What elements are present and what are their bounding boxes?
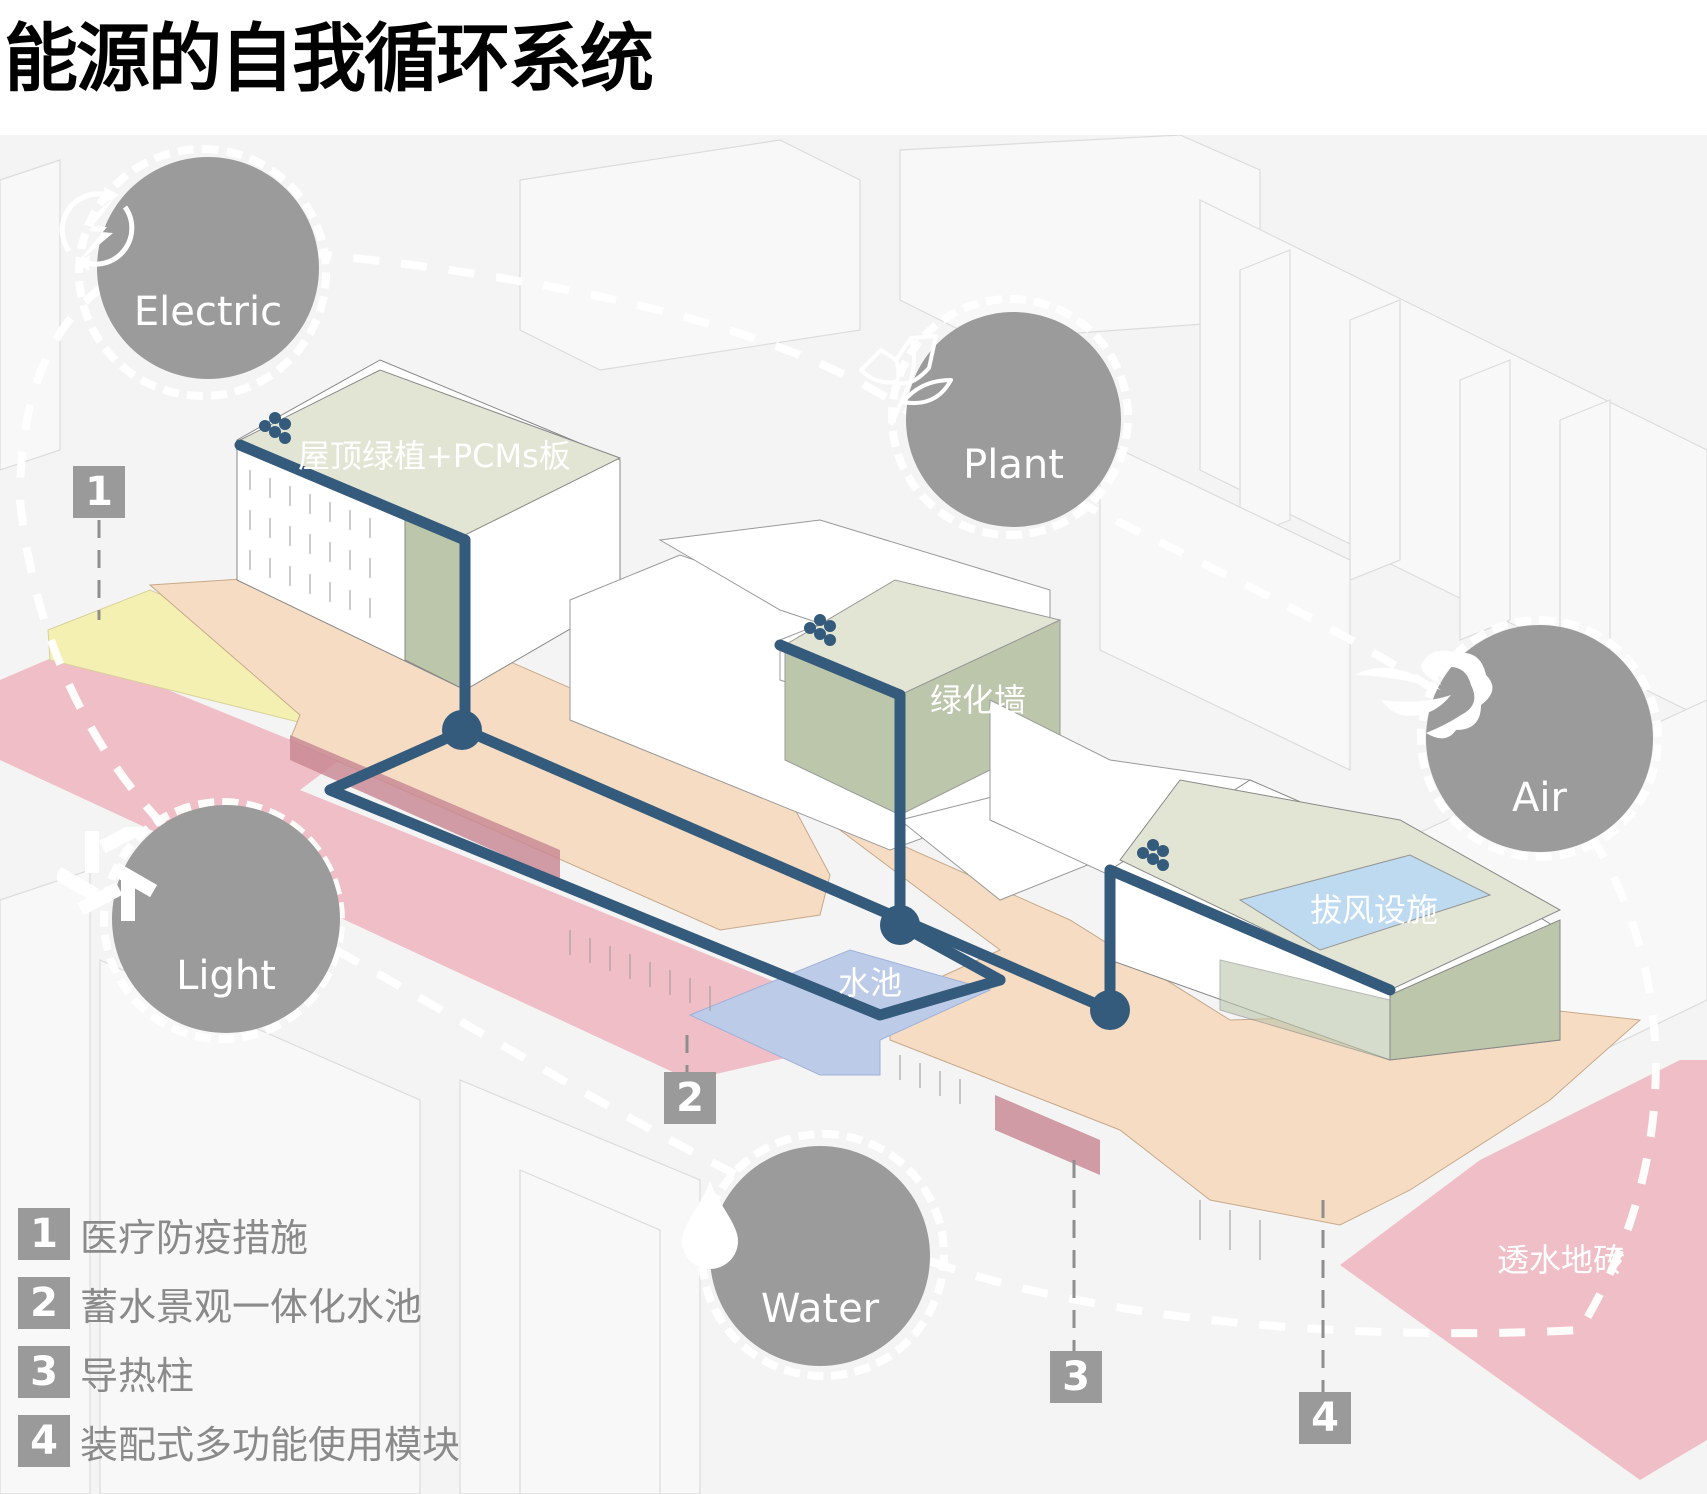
legend-badge: 2 [18,1277,70,1329]
plant-label: Plant [963,442,1064,488]
legend-item: 3 导热柱 [18,1346,460,1398]
wind-facility-label: 拔风设施 [1310,891,1439,929]
callout-badge-3: 3 [1050,1351,1102,1403]
electric-circle: Electric [59,157,319,379]
legend-item: 1 医疗防疫措施 [18,1208,460,1260]
light-circle-ring [100,798,345,1043]
facade-panels [290,735,1100,1175]
legend-badge: 1 [18,1208,70,1260]
electric-label: Electric [133,289,283,335]
pinwheel-icon [57,827,158,921]
right-building [1109,779,1562,1061]
legend-text: 医疗防疫措施 [80,1215,309,1260]
electric-circle-ring [75,145,330,400]
plant-circle-ring [888,295,1132,539]
water-pool [688,949,992,1076]
legend-item: 2 蓄水景观一体化水池 [18,1277,460,1329]
legend-badge: 3 [18,1346,70,1398]
pipe-nodes [442,710,1130,1030]
heat-conduction-pipes [234,439,1396,1021]
middle-buildings [569,519,1251,901]
legend-text: 蓄水景观一体化水池 [80,1284,423,1329]
legend: 1 医疗防疫措施 2 蓄水景观一体化水池 3 导热柱 4 装配式多功能使用模块 [18,1208,460,1484]
roof-green-label: 屋顶绿植+PCMs板 [298,437,571,475]
air-label: Air [1512,775,1567,821]
pool-label: 水池 [838,964,903,1002]
legend-text: 装配式多功能使用模块 [80,1422,461,1467]
permeable-paving [0,650,1707,1480]
facade-windows [249,470,1261,1260]
wind-cloud-icon [1355,650,1493,739]
legend-text: 导热柱 [80,1353,195,1398]
water-label: Water [760,1286,880,1332]
callout-badge-2: 2 [664,1072,716,1124]
water-circle: Water [682,1146,930,1366]
electric-cycle-icon [59,187,135,271]
water-drop-icon [682,1181,738,1269]
paving-label: 透水地砖 [1497,1241,1626,1279]
callout-badge-4: 4 [1299,1392,1351,1444]
building-drawing [0,135,1707,1494]
green-wall-label: 绿化墙 [930,681,1027,719]
plant-circle: Plant [859,312,1121,527]
light-label: Light [176,953,276,999]
legend-badge: 4 [18,1415,70,1467]
flower-icon [859,334,953,426]
callout-badge-1: 1 [73,466,125,518]
air-circle: Air [1355,625,1653,852]
rain-collector-icons [259,412,1169,871]
air-circle-ring [1417,616,1662,861]
axonometric-scene: 屋顶绿植+PCMs板 绿化墙 拔风设施 水池 透水地砖 1 2 3 4 Elec… [0,135,1707,1494]
legend-item: 4 装配式多功能使用模块 [18,1415,460,1467]
background-buildings [0,135,1707,1494]
light-circle: Light [57,805,340,1033]
page-title: 能源的自我循环系统 [4,16,654,102]
